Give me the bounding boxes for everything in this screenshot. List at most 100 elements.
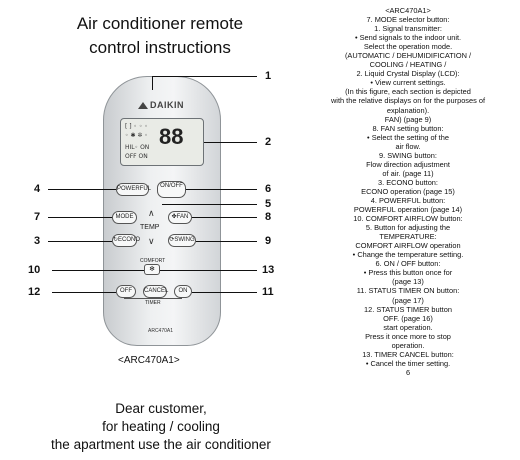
brand-name: DAIKIN (150, 100, 184, 110)
callout-11: 11 (262, 286, 274, 298)
callout-line-7 (48, 217, 112, 218)
instruction-line: 12. STATUS TIMER button (364, 304, 452, 314)
callout-1: 1 (265, 70, 272, 82)
customer-message: Dear customer, for heating / cooling the… (26, 400, 296, 454)
instruction-line: 2. Liquid Crystal Display (LCD): (356, 69, 460, 79)
instruction-line: start operation. (383, 322, 433, 332)
temp-up-button[interactable]: ∧ (148, 208, 155, 218)
swing-button[interactable]: ⟳SWING (168, 234, 196, 247)
lcd-display: [ ] ◦ ◦ ◦ ◦ ✱ ✲ ◦ HIL◦ ON OFF ON 88 (120, 118, 204, 166)
callout-line-5 (162, 204, 257, 205)
comfort-label: COMFORT (140, 258, 166, 264)
instruction-line: • Press this button once for (363, 268, 453, 278)
mode-button[interactable]: MODE (112, 211, 137, 224)
instruction-line: FAN) (page 9) (384, 114, 432, 124)
timer-label: TIMER (145, 300, 161, 306)
callout-line-13 (160, 270, 257, 271)
instruction-line: explanation). (386, 105, 430, 115)
lcd-line-2: ◦ ✱ ✲ ◦ (125, 132, 148, 139)
fan-button[interactable]: ✤FAN (168, 211, 192, 224)
comfort-airflow-icon: ❄ (149, 266, 155, 273)
instruction-line: Press it once more to stop (365, 331, 451, 341)
customer-message-line-3: the apartment use the air conditioner (51, 437, 271, 452)
brand-logo: DAIKIN (138, 100, 184, 110)
on-off-button[interactable]: ON/OFF (157, 181, 186, 198)
instruction-line: 11. STATUS TIMER ON button: (356, 286, 460, 296)
callout-line-1h (152, 76, 257, 77)
remote-model-label: ARC470A1 (148, 328, 174, 334)
page-title: Air conditioner remote control instructi… (40, 12, 280, 60)
callout-line-6 (186, 189, 257, 190)
instruction-line: (In this figure, each section is depicte… (345, 87, 471, 97)
swing-label: SWING (174, 237, 195, 243)
callout-7: 7 (34, 211, 41, 223)
callout-10: 10 (28, 264, 41, 276)
callout-2: 2 (265, 136, 272, 148)
temp-label: TEMP (140, 224, 160, 231)
callout-line-12 (52, 292, 116, 293)
callout-12: 12 (28, 286, 41, 298)
title-line-2: control instructions (89, 38, 231, 57)
instruction-line: (page 13) (392, 277, 424, 287)
instruction-line: • View current settings. (370, 78, 446, 88)
on-off-label: ON/OFF (160, 183, 183, 189)
callout-line-9 (196, 241, 257, 242)
instruction-line: of air. (page 11) (382, 168, 434, 178)
instruction-line: with the relative displays on for the pu… (330, 96, 486, 106)
econo-icon: ↻ (113, 237, 119, 243)
callout-line-2 (204, 142, 257, 143)
instruction-line: OFF. (page 16) (383, 313, 433, 323)
instruction-line: 5. Button for adjusting the (365, 223, 451, 233)
instruction-line: 13. TIMER CANCEL button: (362, 349, 454, 359)
fan-icon: ✤ (171, 214, 177, 220)
lcd-line-3: HIL◦ ON (125, 144, 150, 151)
lcd-line-4: OFF ON (125, 153, 148, 160)
instruction-line: POWERFUL operation (page 14) (353, 205, 463, 215)
callout-3: 3 (34, 235, 41, 247)
timer-cancel-button[interactable]: CANCEL (143, 285, 168, 298)
instruction-line: 6. ON / OFF button: (375, 259, 441, 269)
econo-button[interactable]: ↻ECONO (112, 234, 141, 247)
instruction-line: Select the operation mode. (363, 42, 453, 52)
timer-on-button[interactable]: ON (174, 285, 192, 298)
customer-message-line-1: Dear customer, (115, 401, 207, 416)
instructions-column: <ARC470A1>7. MODE selector button:1. Sig… (296, 6, 520, 377)
callout-8: 8 (265, 211, 272, 223)
instruction-line: <ARC470A1> (385, 6, 431, 15)
lcd-temperature-digits: 88 (159, 124, 184, 149)
instruction-line: 6 (405, 367, 411, 377)
lcd-line-1: [ ] ◦ ◦ ◦ (125, 123, 148, 130)
instruction-line: 3. ECONO button: (378, 177, 438, 187)
temp-down-button[interactable]: ∨ (148, 236, 155, 246)
fan-label: FAN (176, 214, 189, 220)
timer-off-button[interactable]: OFF (116, 285, 136, 298)
instruction-line: 9. SWING button: (379, 150, 437, 160)
instruction-line: 1. Signal transmitter: (374, 24, 442, 34)
callout-line-1v (152, 76, 153, 90)
title-line-1: Air conditioner remote (76, 14, 244, 33)
callout-line-4 (48, 189, 116, 190)
econo-label: ECONO (118, 237, 141, 243)
instruction-line: • Change the temperature setting. (352, 250, 464, 260)
swing-icon: ⟳ (169, 237, 175, 243)
instruction-line: • Send signals to the indoor unit. (354, 33, 462, 43)
callout-line-3 (48, 241, 112, 242)
callout-6: 6 (265, 183, 272, 195)
instruction-line: 4. POWERFUL button: (370, 195, 446, 205)
instruction-line: operation. (391, 340, 425, 350)
model-caption: <ARC470A1> (118, 355, 180, 366)
callout-line-11 (192, 292, 257, 293)
powerful-button[interactable]: POWERFUL (116, 183, 151, 196)
instruction-line: Flow direction adjustment (366, 159, 450, 169)
instruction-line: • Cancel the timer setting. (365, 358, 451, 368)
comfort-airflow-button[interactable]: ❄ (144, 264, 160, 275)
instruction-line: air flow. (395, 141, 421, 151)
callout-line-10 (52, 270, 144, 271)
customer-message-line-2: for heating / cooling (102, 419, 220, 434)
instruction-line: 7. MODE selector button: (366, 15, 450, 25)
instruction-line: 8. FAN setting button: (372, 123, 444, 133)
callout-13: 13 (262, 264, 275, 276)
instruction-line: ECONO operation (page 15) (361, 186, 455, 196)
timer-divider (124, 298, 182, 299)
instruction-line: TEMPERATURE: (379, 232, 437, 242)
